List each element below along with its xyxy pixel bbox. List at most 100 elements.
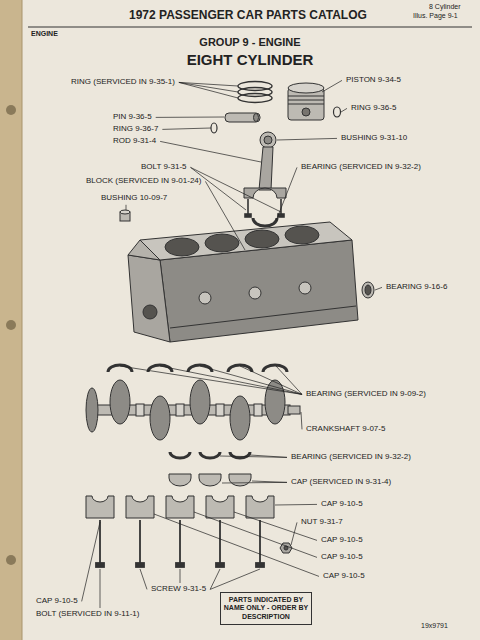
part-callout: BEARING 9-16-6 (385, 283, 448, 292)
heading-text: 8 Cylinder (428, 3, 462, 11)
leader-line (156, 117, 224, 118)
catalog-title: 1972 PASSENGER CAR PARTS CATALOG (128, 9, 368, 22)
page-edge (0, 0, 22, 640)
part-callout: RING (SERVICED IN 9-35-1) (70, 78, 176, 87)
leader-line (100, 569, 101, 608)
leader-line (276, 366, 302, 394)
cap-screws (216, 563, 224, 567)
piston (288, 96, 324, 97)
part-callout: CAP (SERVICED IN 9-31-4) (290, 478, 392, 487)
part-callout: BUSHING 9-31-10 (340, 134, 408, 143)
part-callout: PISTON 9-34-5 (345, 76, 402, 85)
part-callout: BUSHING 10-09-7 (100, 194, 168, 203)
part-callout: BOLT (SERVICED IN 9-11-1) (35, 610, 140, 619)
cap-screws (96, 563, 104, 567)
connecting-rod (264, 136, 272, 144)
engine-block (165, 238, 199, 256)
leader-line (179, 82, 238, 98)
crankshaft (176, 404, 184, 416)
leader-line (375, 287, 382, 290)
header-rule (28, 27, 472, 28)
rod-bearing (253, 218, 277, 226)
part-callout: ROD 9-31-4 (112, 137, 157, 146)
heading-text: ENGINE (30, 30, 59, 38)
engine-block (199, 292, 211, 304)
leader-line (322, 80, 342, 92)
main-caps (246, 496, 274, 518)
leader-line (210, 569, 260, 589)
leader-line (301, 412, 302, 429)
piston (302, 108, 310, 116)
heading-text: 19x9791 (420, 622, 449, 630)
engine-block (205, 234, 239, 252)
leader-line (140, 569, 147, 589)
leader-line (120, 366, 302, 394)
upper-main-bearings (263, 365, 287, 372)
crankshaft (230, 396, 250, 440)
part-callout: RING 9-36-5 (350, 104, 397, 113)
engine-block (140, 222, 352, 260)
engine-block (170, 306, 356, 328)
part-callout: CRANKSHAFT 9-07-5 (305, 425, 386, 434)
part-callout: SCREW 9-31-5 (150, 585, 207, 594)
part-callout: CAP 9-10-5 (320, 536, 364, 545)
engine-block (299, 282, 311, 294)
part-callout: CAP 9-10-5 (35, 597, 79, 606)
leader-line (191, 167, 281, 212)
crankshaft (190, 380, 210, 424)
note-box: PARTS INDICATED BY NAME ONLY - ORDER BY … (220, 592, 312, 625)
heading-text: GROUP 9 - ENGINE (198, 36, 301, 48)
retaining-ring (211, 123, 217, 133)
cap-screws (179, 520, 181, 563)
engine-block (143, 305, 157, 319)
main-caps (86, 496, 114, 518)
rear-bearing (362, 282, 374, 298)
engine-block (128, 240, 160, 260)
connecting-rod (260, 132, 276, 148)
leader-line (180, 569, 181, 583)
rear-bearing (362, 282, 374, 298)
part-callout: PIN 9-36-5 (112, 113, 153, 122)
leader-line (82, 522, 100, 601)
leader-line (291, 522, 297, 545)
crankshaft (86, 388, 98, 432)
leader-line (154, 514, 319, 576)
main-caps (166, 496, 194, 518)
part-callout: BEARING (SERVICED IN 9-09-2) (305, 390, 427, 399)
crankshaft (150, 396, 170, 440)
main-caps (126, 496, 154, 518)
part-callout: BEARING (SERVICED IN 9-32-2) (300, 163, 422, 172)
crankshaft (110, 380, 130, 424)
part-callout: RING 9-36-7 (112, 125, 159, 134)
piston (288, 100, 324, 101)
engine-block (128, 255, 170, 342)
piston (288, 104, 324, 105)
piston (288, 83, 324, 93)
leader-line (179, 82, 238, 86)
page-edge (6, 320, 16, 330)
leader-line (162, 128, 211, 129)
leader-line (200, 366, 302, 394)
crankshaft (254, 404, 262, 416)
crankshaft (288, 406, 300, 414)
leader-line (240, 366, 302, 394)
cap-screws (176, 563, 184, 567)
rod-caps (199, 474, 221, 486)
leader-line (277, 138, 337, 140)
leader-line (275, 504, 317, 506)
connecting-rod (259, 147, 273, 190)
piston-pin (225, 113, 260, 122)
page-edge (0, 0, 22, 640)
cam-bushing (120, 210, 130, 214)
engine-block (285, 226, 319, 244)
lower-rod-bearings (170, 452, 250, 458)
cap-screws (99, 520, 101, 563)
engine-block (245, 230, 279, 248)
cap-screws (219, 520, 221, 563)
cap-screws (96, 520, 264, 567)
part-callout: BLOCK (SERVICED IN 9-01-24) (85, 177, 202, 186)
rear-bearing (365, 285, 371, 295)
